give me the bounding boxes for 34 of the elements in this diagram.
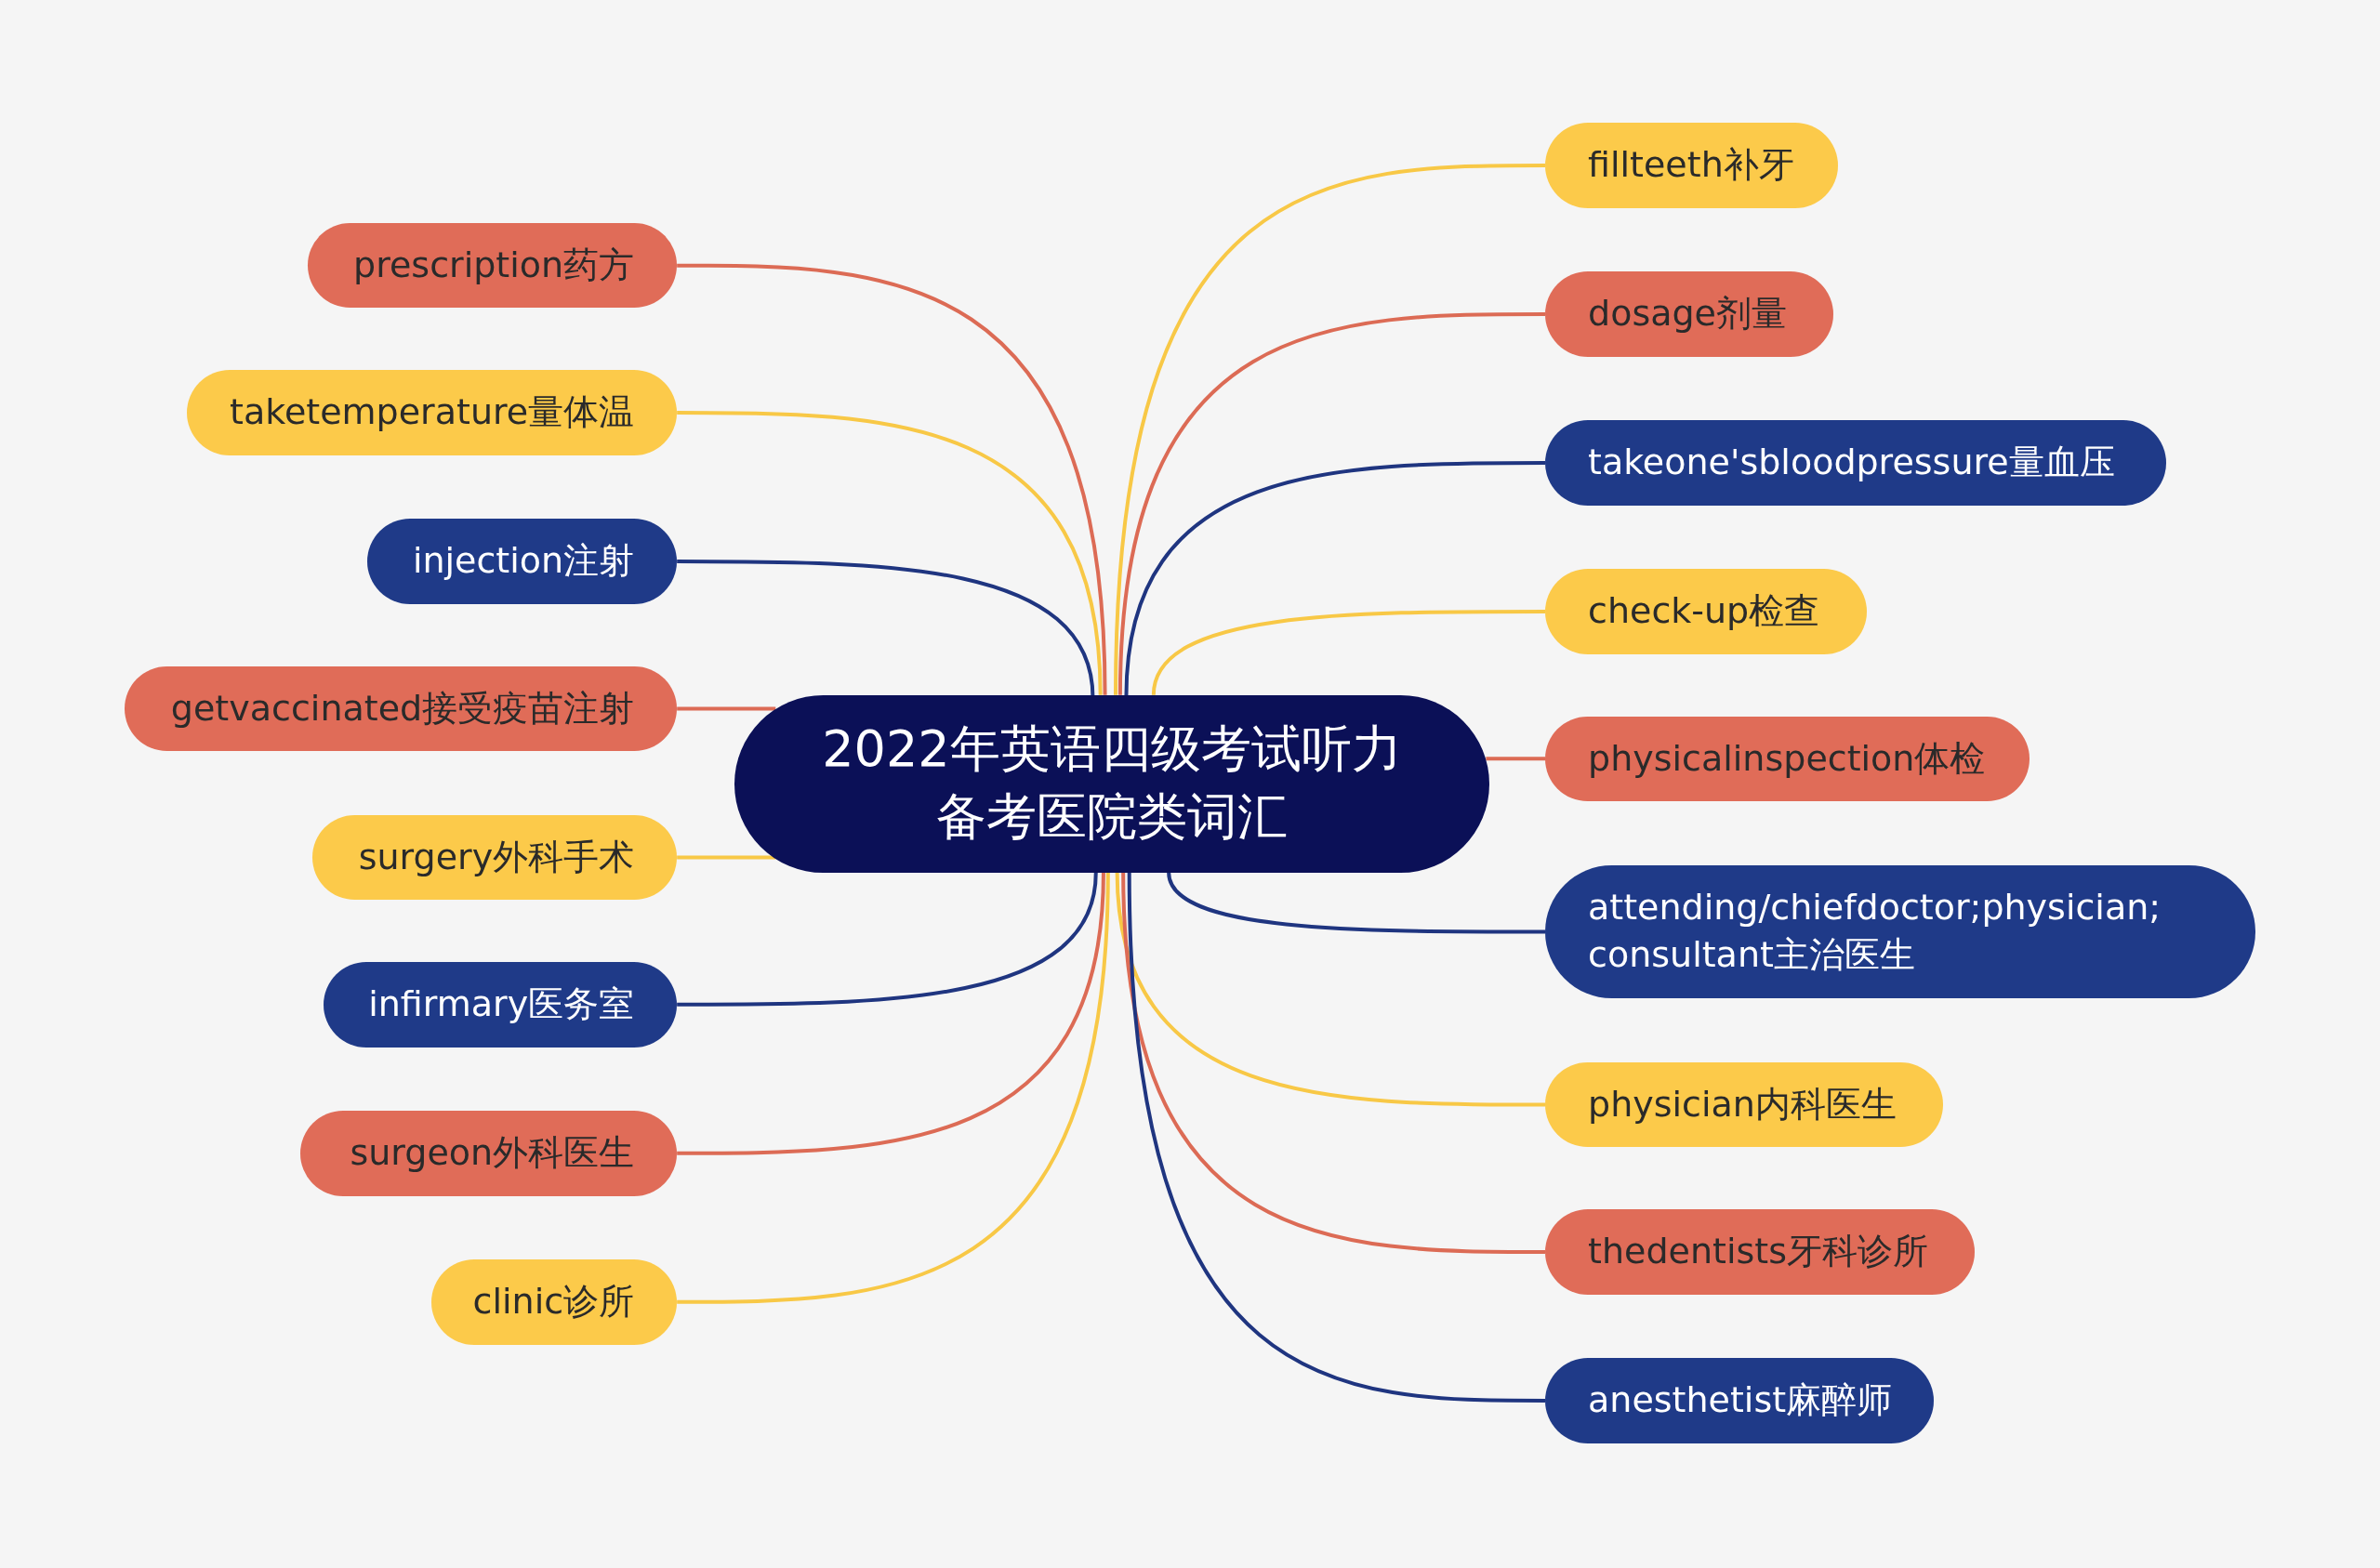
topic-label: thedentists牙科诊所 [1588, 1230, 1928, 1274]
connector-line [677, 872, 1110, 1304]
topic-label: taketemperature量体温 [230, 390, 635, 435]
connector-line [677, 872, 1098, 1007]
topic-label: getvaccinated接受疫苗注射 [170, 686, 635, 731]
topic-label: physicalinspection体检 [1588, 736, 1986, 781]
topic-label: surgeon外科医生 [350, 1131, 635, 1176]
connector-line [1114, 163, 1546, 695]
topic-label: fillteeth补牙 [1588, 143, 1794, 188]
topic-label: clinic诊所 [472, 1280, 635, 1324]
topic-label: takeone'sbloodpressure量血压 [1588, 441, 2115, 485]
title-text: 2022年英语四级考试听力备考医院类词汇 [821, 718, 1403, 849]
topic-label: infirmary医务室 [368, 982, 635, 1027]
connector-line [677, 263, 1107, 695]
topic-label: attending/chiefdoctor;physician; consultant主治医生 [1588, 886, 2162, 978]
connector-line [677, 855, 776, 860]
topic-label: prescription药方 [353, 244, 635, 288]
connector-line [1115, 872, 1546, 1107]
connector-line [677, 411, 1103, 695]
topic-label: check-up检查 [1588, 589, 1820, 634]
topic-label: injection注射 [412, 539, 635, 584]
connector-line [1127, 872, 1546, 1403]
connector-line [677, 706, 776, 711]
connector-line [1121, 872, 1546, 1254]
topic-label: surgery外科手术 [358, 835, 635, 879]
connector-line [1124, 460, 1546, 697]
connector-line [1151, 609, 1546, 696]
connector-line [1167, 872, 1546, 934]
connector-line [1117, 311, 1546, 695]
connector-line [1486, 757, 1546, 761]
topic-label: dosage剂量 [1588, 292, 1787, 336]
connector-line [677, 872, 1105, 1155]
topic-label: anesthetist麻醉师 [1588, 1378, 1893, 1423]
topic-label: physician内科医生 [1588, 1082, 1897, 1127]
